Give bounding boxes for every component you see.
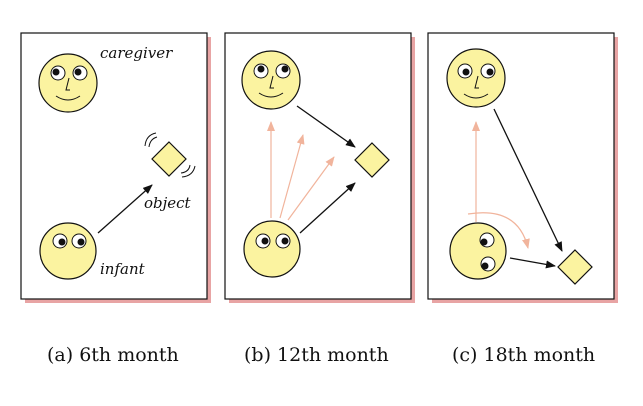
caregiver-gaze-arrow [296,105,356,148]
caregiver-face [241,50,301,110]
caption-panel-a: (a) 6th month [47,344,179,366]
infant-label: infant [100,260,146,278]
gaze-arrow [97,184,153,234]
panel-b [224,32,415,303]
caption-panel-b: (b) 12th month [244,344,389,366]
infant-gaze-arrow [299,182,356,234]
caregiver-label: caregiver [100,44,173,62]
object-diamond [354,142,390,178]
infant-face [243,220,301,278]
caregiver-face [38,53,98,113]
caption-panel-c: (c) 18th month [452,344,596,366]
object-diamond [557,249,593,285]
faint-curved-arrow [467,212,530,249]
caregiver-gaze-arrow [493,108,563,252]
infant-gaze-arrow [509,257,556,269]
infant-face [39,222,97,280]
caregiver-face [446,48,506,108]
infant-face [449,222,507,280]
object-diamond [144,132,196,178]
faint-arrow [279,134,305,219]
faint-arrow [287,156,335,221]
object-label: object [144,194,192,212]
panel-c [427,32,618,303]
panel-a: caregiver object infant [20,32,211,303]
